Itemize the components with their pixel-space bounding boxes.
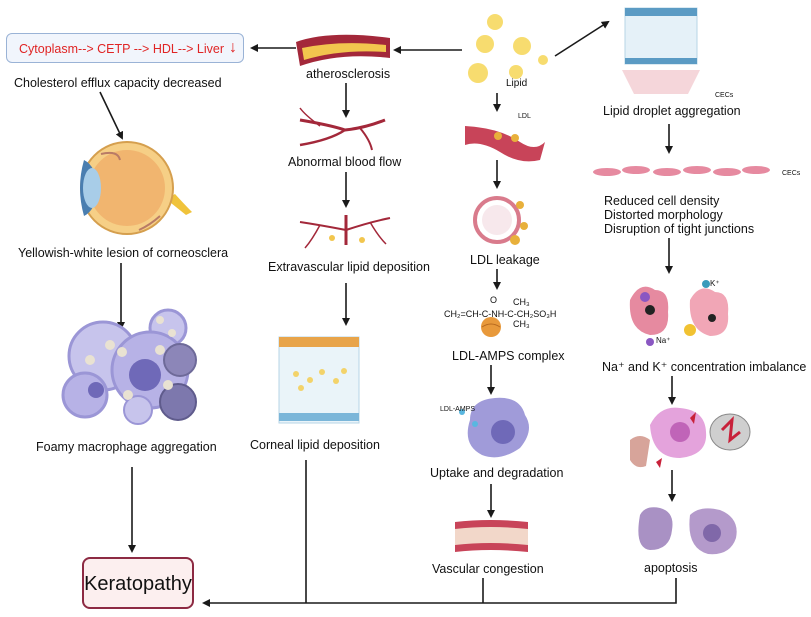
label-ldl-leakage: LDL leakage: [470, 253, 540, 267]
eye-icon: [80, 141, 192, 235]
label-na-small: Na⁺: [656, 336, 671, 345]
label-droplet: Lipid droplet aggregation: [603, 104, 741, 118]
label-distorted: Distorted morphology: [604, 208, 723, 222]
uptake-macrophage-icon: [459, 397, 529, 458]
cec-row-icon: [593, 166, 770, 176]
label-ldl-amps-tag: LDL-AMPS: [440, 406, 476, 413]
label-abnormal-flow: Abnormal blood flow: [288, 155, 402, 169]
keratopathy-label: Keratopathy: [84, 573, 192, 595]
label-ldl-amps: LDL-AMPS complex: [452, 349, 565, 363]
abnormal-vessel-icon: [299, 107, 386, 151]
label-disruption: Disruption of tight junctions: [604, 222, 755, 236]
arrow-lipid-to-layers: [554, 20, 610, 57]
label-ldl-small: LDL: [518, 113, 531, 120]
cec-ion-cells-icon: [629, 280, 729, 346]
congested-vessel-icon: [455, 520, 528, 552]
cornea-section-icon: [622, 7, 700, 94]
cec-effects-list: Reduced cell density Distorted morpholog…: [604, 194, 754, 236]
formula-ch3-top: CH₃: [513, 297, 530, 307]
label-imbalance: Na⁺ and K⁺ concentration imbalance: [602, 360, 807, 374]
label-yellow-lesion: Yellowish-white lesion of corneosclera: [18, 246, 229, 260]
ldl-vessel-icon: [465, 126, 545, 162]
apoptotic-cells-icon: [630, 407, 751, 468]
vessel-tree-icon: [299, 215, 391, 249]
label-reduced: Reduced cell density: [604, 194, 720, 208]
label-cecs-row: CECs: [782, 170, 801, 177]
label-foamy: Foamy macrophage aggregation: [36, 440, 217, 454]
lipid-droplets-icon: [468, 14, 548, 83]
macrophage-cluster-icon: [61, 308, 197, 425]
formula-ch3-bottom: CH₃: [513, 319, 530, 329]
down-arrow-icon: ↓: [229, 39, 237, 56]
formula-main: CH₂=CH-C-NH-C-CH₂SO₃H: [444, 309, 557, 319]
label-atherosclerosis: atherosclerosis: [306, 67, 391, 81]
arrow-efflux-to-eye: [99, 91, 124, 140]
formula-o: O: [490, 295, 498, 305]
label-vascular: Vascular congestion: [432, 562, 544, 576]
amps-sphere-icon: [481, 317, 501, 337]
label-extravascular: Extravascular lipid deposition: [268, 260, 430, 274]
pathway-text: Cytoplasm--> CETP --> HDL--> Liver: [19, 42, 225, 56]
label-lipid: Lipid: [506, 78, 528, 89]
cetp-pathway-box: Cytoplasm--> CETP --> HDL--> Liver ↓: [6, 33, 244, 63]
keratopathy-box: Keratopathy: [82, 557, 194, 609]
label-k-small: K⁺: [710, 279, 720, 288]
label-corneal-deposition: Corneal lipid deposition: [250, 438, 380, 452]
label-efflux: Cholesterol efflux capacity decreased: [14, 76, 222, 90]
label-cecs: CECs: [715, 92, 734, 99]
apoptosis-cells-icon: [638, 507, 737, 555]
bottom-collector-line: [202, 578, 677, 607]
label-uptake: Uptake and degradation: [430, 466, 564, 480]
atherosclerotic-artery-icon: [296, 34, 390, 66]
corneal-layers-icon: [278, 336, 360, 424]
label-apoptosis: apoptosis: [644, 561, 698, 575]
vessel-ring-icon: [473, 196, 528, 245]
